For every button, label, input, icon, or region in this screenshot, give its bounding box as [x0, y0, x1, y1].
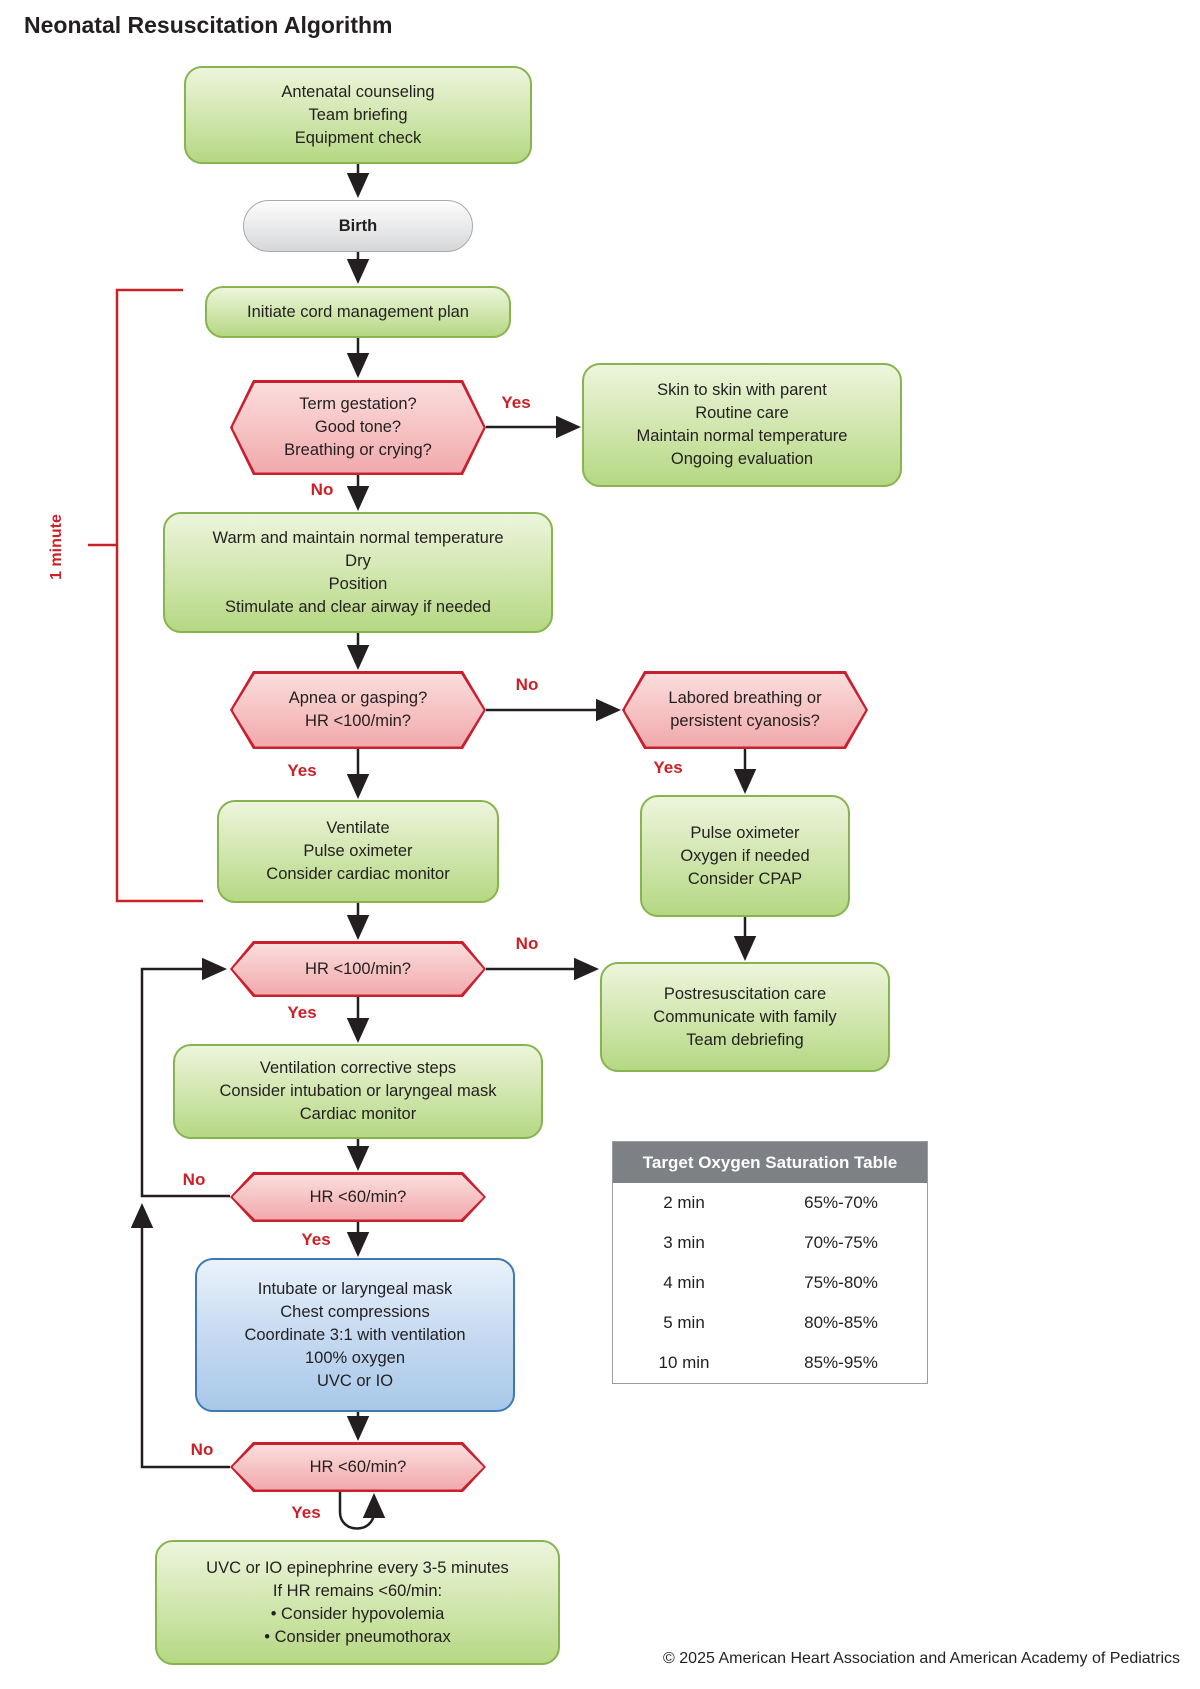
- node-line: Postresuscitation care: [663, 984, 827, 1003]
- table-cell-range: 75%-80%: [804, 1273, 878, 1292]
- node-line: Chest compressions: [280, 1302, 430, 1321]
- node-line: HR <100/min?: [305, 712, 411, 730]
- table-cell-time: 10 min: [658, 1353, 710, 1372]
- branch-label-no: No: [310, 480, 334, 499]
- table-row: 5 min 80%-85%: [613, 1303, 927, 1343]
- branch-label-no: No: [190, 1440, 214, 1459]
- table-cell-time: 5 min: [663, 1313, 705, 1332]
- table-cell-range: 70%-75%: [804, 1233, 878, 1252]
- branch-label-yes: Yes: [287, 761, 317, 780]
- table-cell-time: 2 min: [663, 1193, 705, 1212]
- node-line: Apnea or gasping?: [288, 689, 428, 707]
- node-line: Ongoing evaluation: [670, 450, 814, 468]
- node-line: UVC or IO: [316, 1371, 394, 1390]
- node-line: Coordinate 3:1 with ventilation: [244, 1325, 466, 1344]
- node-epinephrine: UVC or IO epinephrine every 3-5 minutes …: [155, 1540, 560, 1665]
- decision-term-gestation: Term gestation? Good tone? Breathing or …: [230, 380, 486, 475]
- node-line: 100% oxygen: [305, 1348, 405, 1367]
- decision-labored-breathing: Labored breathing or persistent cyanosis…: [622, 671, 868, 749]
- branch-label-yes: Yes: [301, 1230, 331, 1249]
- node-line: Term gestation?: [299, 395, 417, 413]
- node-line: Warm and maintain normal temperature: [212, 528, 504, 547]
- node-line: Initiate cord management plan: [247, 302, 469, 321]
- decision-hr-under-100: HR <100/min?: [230, 941, 486, 997]
- node-line: HR <100/min?: [305, 959, 411, 978]
- node-postresuscitation-care: Postresuscitation care Communicate with …: [600, 962, 890, 1072]
- node-line: HR <60/min?: [309, 1187, 407, 1206]
- node-line: Routine care: [695, 404, 789, 422]
- branch-label-no: No: [515, 934, 539, 953]
- node-line: Consider intubation or laryngeal mask: [219, 1082, 497, 1100]
- node-line: Ventilation corrective steps: [259, 1059, 457, 1077]
- table-header: Target Oxygen Saturation Table: [613, 1142, 927, 1183]
- hexagon-fill: [624, 673, 866, 747]
- branch-label-yes: Yes: [653, 758, 683, 777]
- node-line: Ventilate: [326, 819, 390, 837]
- node-line: Cardiac monitor: [299, 1105, 417, 1123]
- table-row: 3 min 70%-75%: [613, 1223, 927, 1263]
- node-birth: Birth: [243, 200, 473, 252]
- node-pulse-oximeter-cpap: Pulse oximeter Oxygen if needed Consider…: [640, 795, 850, 917]
- node-line: HR <60/min?: [309, 1457, 407, 1476]
- node-line: Pulse oximeter: [303, 842, 413, 860]
- hexagon-fill: [232, 1174, 484, 1220]
- node-warm-dry-position: Warm and maintain normal temperature Dry…: [163, 512, 553, 633]
- node-line: Team briefing: [308, 105, 408, 124]
- table-cell-time: 4 min: [663, 1273, 705, 1292]
- table-cell-range: 85%-95%: [804, 1353, 878, 1372]
- node-line: Good tone?: [314, 418, 402, 436]
- hexagon-fill: [232, 1444, 484, 1490]
- decision-hr-under-60-first: HR <60/min?: [230, 1172, 486, 1222]
- table-row: 2 min 65%-70%: [613, 1183, 927, 1223]
- node-line: Consider CPAP: [687, 869, 803, 888]
- node-line: Position: [328, 574, 388, 593]
- node-line: • Consider pneumothorax: [264, 1627, 451, 1646]
- page-title: Neonatal Resuscitation Algorithm: [24, 12, 393, 38]
- node-line: • Consider hypovolemia: [270, 1604, 445, 1623]
- copyright-notice: © 2025 American Heart Association and Am…: [663, 1650, 1180, 1667]
- table-row: 10 min 85%-95%: [613, 1343, 927, 1383]
- node-line: Maintain normal temperature: [636, 427, 848, 445]
- table-row: 4 min 75%-80%: [613, 1263, 927, 1303]
- node-line: Dry: [345, 551, 371, 570]
- table-cell-range: 65%-70%: [804, 1193, 878, 1212]
- node-line: Breathing or crying?: [284, 441, 432, 459]
- table-cell-range: 80%-85%: [804, 1313, 878, 1332]
- node-routine-care: Skin to skin with parent Routine care Ma…: [582, 363, 902, 487]
- table-cell-time: 3 min: [663, 1233, 705, 1252]
- node-line: Stimulate and clear airway if needed: [225, 597, 491, 616]
- node-line: persistent cyanosis?: [670, 712, 820, 730]
- node-cord-management: Initiate cord management plan: [205, 286, 511, 338]
- target-oxygen-saturation-table: Target Oxygen Saturation Table 2 min 65%…: [612, 1141, 928, 1384]
- branch-label-yes: Yes: [287, 1003, 317, 1022]
- branch-label-yes: Yes: [291, 1503, 321, 1522]
- node-ventilation-corrective-steps: Ventilation corrective steps Consider in…: [173, 1044, 543, 1139]
- decision-hr-under-60-second: HR <60/min?: [230, 1442, 486, 1492]
- node-line: If HR remains <60/min:: [272, 1581, 443, 1600]
- node-line: Birth: [338, 216, 378, 235]
- node-line: Oxygen if needed: [680, 846, 810, 865]
- node-line: Labored breathing or: [668, 689, 822, 707]
- node-ventilate: Ventilate Pulse oximeter Consider cardia…: [217, 800, 499, 903]
- node-line: Skin to skin with parent: [657, 381, 827, 399]
- decision-apnea-gasping: Apnea or gasping? HR <100/min?: [230, 671, 486, 749]
- node-line: Team debriefing: [686, 1030, 804, 1049]
- node-line: Equipment check: [294, 128, 422, 147]
- hexagon-fill: [232, 673, 484, 747]
- one-minute-timer-label: 1 minute: [48, 514, 65, 580]
- node-line: Intubate or laryngeal mask: [257, 1279, 453, 1298]
- node-line: Communicate with family: [653, 1007, 837, 1026]
- node-line: Consider cardiac monitor: [266, 865, 450, 883]
- hexagon-fill: [232, 943, 484, 995]
- node-antenatal-counseling: Antenatal counseling Team briefing Equip…: [184, 66, 532, 164]
- node-line: Pulse oximeter: [690, 823, 800, 842]
- branch-label-no: No: [515, 675, 539, 694]
- branch-label-no: No: [182, 1170, 206, 1189]
- node-line: UVC or IO epinephrine every 3-5 minutes: [206, 1558, 509, 1577]
- hexagon-fill: [232, 382, 484, 473]
- node-intubate-compressions: Intubate or laryngeal mask Chest compres…: [195, 1258, 515, 1412]
- node-line: Antenatal counseling: [281, 82, 435, 101]
- branch-label-yes: Yes: [501, 393, 531, 412]
